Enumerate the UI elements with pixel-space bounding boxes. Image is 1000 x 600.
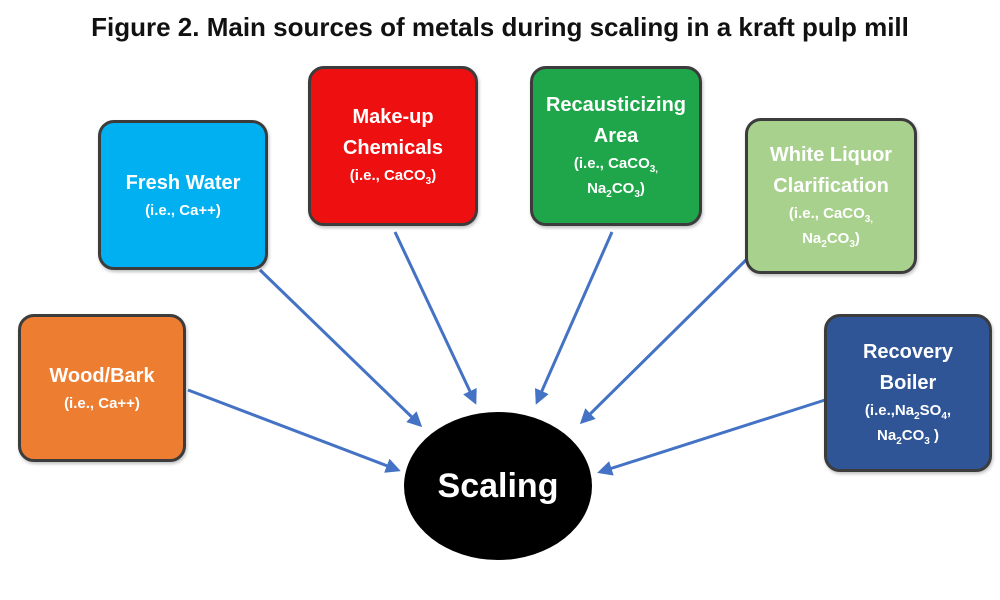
source-name-line2: Area xyxy=(593,124,639,147)
source-example-line2: Na2CO3) xyxy=(802,230,860,250)
source-makeup-chemicals: Make-up Chemicals (i.e., CaCO3) xyxy=(308,66,478,226)
source-name-line2: Clarification xyxy=(773,174,889,197)
source-name-line1: White Liquor xyxy=(769,143,893,166)
scaling-label: Scaling xyxy=(437,466,559,505)
source-name-line1: Recausticizing xyxy=(545,93,687,116)
source-wood-bark: Wood/Bark (i.e., Ca++) xyxy=(18,314,186,462)
source-name-line1: Make-up xyxy=(352,106,434,129)
figure-title: Figure 2. Main sources of metals during … xyxy=(91,12,909,42)
source-name: Fresh Water xyxy=(125,171,241,194)
arrow-fresh xyxy=(258,268,423,428)
source-recausticizing-area: Recausticizing Area (i.e., CaCO3, Na2CO3… xyxy=(530,66,702,226)
arrow-recaus xyxy=(534,231,614,405)
source-example: (i.e., Ca++) xyxy=(145,201,221,219)
scaling-node: Scaling xyxy=(404,412,592,560)
source-name: Wood/Bark xyxy=(49,364,155,387)
source-example-line1: (i.e., CaCO3, xyxy=(573,154,659,175)
source-example: (i.e., CaCO3) xyxy=(349,167,437,188)
source-white-liquor-clarification: White Liquor Clarification (i.e., CaCO3,… xyxy=(745,118,917,274)
source-recovery-boiler: Recovery Boiler (i.e.,Na2SO4, Na2CO3 ) xyxy=(824,314,992,472)
arrow-makeup xyxy=(393,231,477,405)
source-name-line2: Boiler xyxy=(879,371,937,394)
source-name-line2: Chemicals xyxy=(342,137,444,160)
arrow-wood xyxy=(187,388,401,473)
source-fresh-water: Fresh Water (i.e., Ca++) xyxy=(98,120,268,270)
source-example-line1: (i.e.,Na2SO4, xyxy=(864,401,952,422)
source-example-line2: Na2CO3) xyxy=(587,180,645,200)
source-example-line2: Na2CO3 ) xyxy=(877,427,939,447)
arrow-white xyxy=(579,256,750,425)
arrow-recov xyxy=(597,398,826,476)
source-name-line1: Recovery xyxy=(862,340,954,363)
source-example-line1: (i.e., CaCO3, xyxy=(788,204,874,225)
source-example: (i.e., Ca++) xyxy=(64,394,140,412)
